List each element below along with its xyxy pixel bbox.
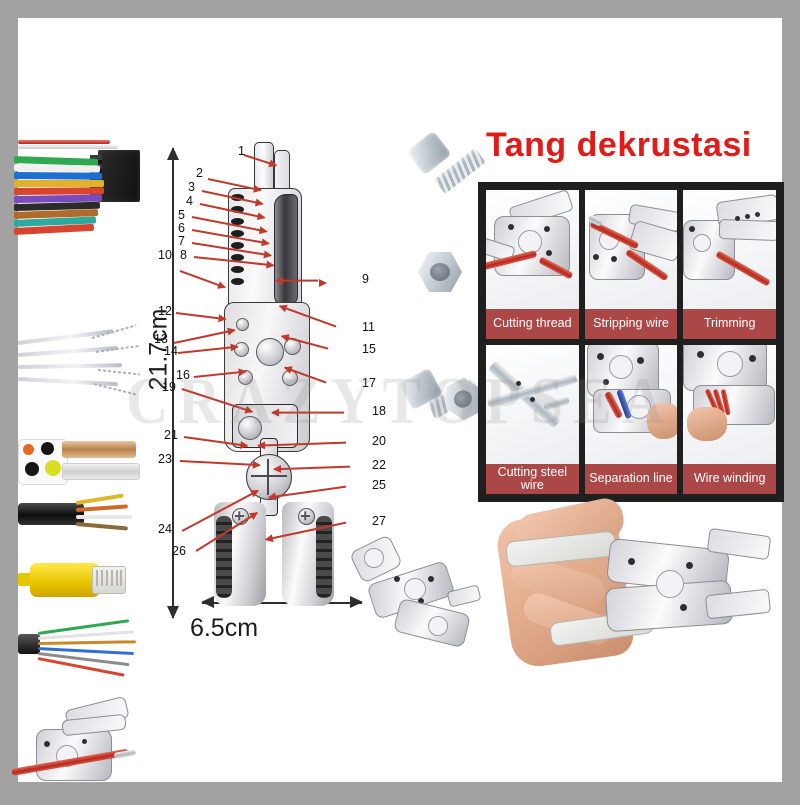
callout-25: 25 [372,478,386,492]
black-jacket-network-cable [18,493,140,551]
callout-19: 19 [162,380,176,394]
hole-c [680,604,687,611]
callout-11: 11 [362,320,375,334]
callout-20: 20 [372,434,386,448]
pivot-hole [656,570,684,598]
callout-27: 27 [372,514,386,528]
feature-cell-separation-line[interactable]: Separation line [584,345,678,494]
hole-a [628,558,635,565]
spotted-jacket [18,439,68,485]
leader-18 [272,412,344,414]
callout-24: 24 [158,522,172,536]
stripped-conductor-bundle [17,324,140,413]
yellow-utp-patch-cord [18,555,140,625]
callout-3: 3 [188,180,195,194]
technical-diagram: 21.7cm 6.5cm [140,130,390,650]
hand-holding-pliers [480,495,782,680]
feature-caption: Trimming [683,309,776,339]
yellow-boot [30,563,100,597]
feature-grid: Cutting thread Stripping wire [478,182,784,502]
feature-art-cutting-thread [486,190,579,309]
callout-5: 5 [178,208,185,222]
copper-conductor [62,441,136,458]
split-twisted-pairs [18,619,140,678]
feature-art-wire-winding [683,345,776,464]
wire-samples-column [11,120,140,781]
inner-sheath [62,463,140,480]
width-dimension-label: 6.5cm [189,614,259,642]
callout-23: 23 [158,452,172,466]
callout-6: 6 [178,221,185,235]
jaw-lower [704,588,772,620]
height-dimension-line [167,147,179,619]
callout-1: 1 [238,144,245,158]
callout-7: 7 [178,234,185,248]
cutting-nose [274,194,298,306]
page-title: Tang dekrustasi [486,126,752,164]
fastener-column [398,130,490,430]
feature-cell-cutting-thread[interactable]: Cutting thread [486,190,579,339]
callout-15: 15 [362,342,376,356]
rj45-plug [92,566,126,594]
callout-17: 17 [362,376,376,390]
spotted-insulation-cable [18,425,140,497]
callout-21: 21 [164,428,178,442]
multi-tool-pliers-small [348,532,482,658]
feature-caption: Cutting steel wire [486,464,579,494]
ribbon-cable-with-connector [13,140,140,245]
leader-9 [276,280,318,282]
feature-caption: Cutting thread [486,309,579,339]
callout-26: 26 [172,544,186,558]
callout-10: 10 [158,248,172,262]
callout-16: 16 [176,368,190,382]
black-connector [90,150,140,202]
grip-right [316,516,332,598]
feature-caption: Wire winding [683,464,776,494]
screw-right [298,508,315,525]
feature-art-trimming [683,190,776,309]
callout-9: 9 [362,272,369,286]
gauge-hole-m3 [236,318,249,331]
hole-b [686,562,693,569]
callout-22: 22 [372,458,386,472]
red-wire-pair [18,140,126,149]
callout-12: 12 [158,304,172,318]
callout-18: 18 [372,404,386,418]
callout-2: 2 [196,166,203,180]
width-dimension-line [201,596,363,608]
callout-8: 8 [180,248,187,262]
feature-art-cutting-steel-wire [486,345,579,464]
feature-cell-cutting-steel-wire[interactable]: Cutting steel wire [486,345,579,494]
callout-14: 14 [164,344,178,358]
feature-cell-stripping-wire[interactable]: Stripping wire [584,190,678,339]
feature-art-stripping-wire [584,190,678,309]
callout-4: 4 [186,194,193,208]
feature-cell-trimming[interactable]: Trimming [683,190,776,339]
stripping-notches [231,194,245,290]
feature-caption: Separation line [584,464,678,494]
black-jacket [18,503,84,525]
center-bore [256,338,284,366]
feature-cell-wire-winding[interactable]: Wire winding [683,345,776,494]
cable-clamp [18,634,40,654]
feature-caption: Stripping wire [584,309,678,339]
callout-13: 13 [154,332,168,346]
hex-nut [418,252,462,292]
pliers-stripping-red-wire [11,695,140,805]
feature-art-separation-line [584,345,678,464]
pliers-illustration [198,142,366,610]
crimp-hole [238,416,262,440]
